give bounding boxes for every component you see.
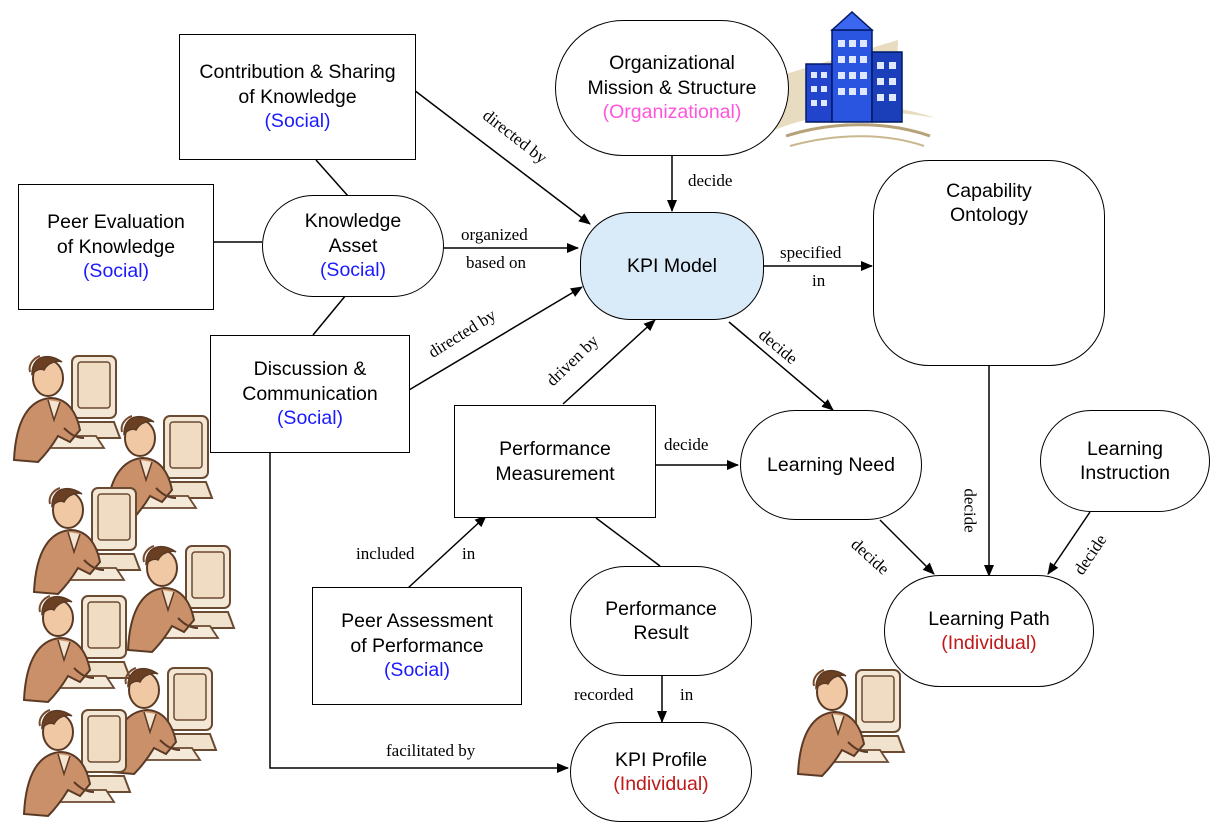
edge-peer-assess-measurement — [407, 515, 487, 589]
node-instruction-line1: Learning — [1087, 437, 1163, 460]
label-in-specified: in — [812, 271, 826, 290]
edge-measurement-result — [595, 517, 661, 567]
node-discussion-tag: (Social) — [276, 407, 344, 430]
label-recorded: recorded — [574, 685, 634, 704]
node-measurement-line1: Performance — [499, 438, 611, 461]
node-mission-line1: Organizational — [609, 52, 735, 75]
office-worker-at-computer-icon — [23, 709, 131, 817]
label-in-included: in — [462, 544, 476, 563]
node-learning-path: Learning Path (Individual) — [884, 575, 1094, 687]
node-learning-instruction: Learning Instruction — [1040, 410, 1210, 512]
node-peer-eval-line2: of Knowledge — [56, 235, 176, 258]
node-path-tag: (Individual) — [941, 632, 1037, 654]
label-decide-mission: decide — [688, 171, 733, 190]
edge-contribution-kpi — [413, 89, 591, 225]
node-contribution-line1: Contribution & Sharing — [199, 61, 396, 84]
node-capability-ontology: Capability Ontology — [873, 160, 1105, 366]
node-contribution-line2: of Knowledge — [238, 85, 357, 108]
node-discussion-line2: Communication — [242, 382, 378, 405]
label-decide-capability-path: decide — [960, 488, 980, 533]
node-asset-line1: Knowledge — [304, 210, 402, 233]
node-peer-assess-tag: (Social) — [383, 659, 451, 682]
office-worker-at-computer-icon — [23, 595, 131, 703]
node-asset-line2: Asset — [328, 234, 378, 257]
node-result-line2: Result — [633, 622, 689, 644]
node-profile-tag: (Individual) — [613, 773, 709, 795]
node-contribution-sharing: Contribution & Sharing of Knowledge (Soc… — [179, 34, 416, 160]
node-learning-need-label: Learning Need — [767, 453, 895, 476]
node-peer-eval-line1: Peer Evaluation — [47, 211, 185, 234]
label-facilitated-by: facilitated by — [386, 741, 476, 760]
node-mission-line2: Mission & Structure — [587, 76, 757, 99]
label-in-recorded: in — [680, 685, 694, 704]
node-instruction-line2: Instruction — [1080, 462, 1170, 484]
edge-need-path — [879, 519, 935, 575]
office-worker-at-computer-icon — [33, 487, 141, 595]
node-peer-assess-line2: of Performance — [350, 634, 484, 657]
node-org-mission: Organizational Mission & Structure (Orga… — [555, 20, 789, 156]
label-organized: organized — [461, 225, 528, 244]
node-discussion-line1: Discussion & — [253, 358, 367, 381]
label-decide-measurement-need: decide — [664, 435, 709, 454]
office-worker-at-computer-icon — [13, 355, 121, 463]
node-path-line1: Learning Path — [928, 607, 1050, 630]
node-peer-assessment: Peer Assessment of Performance (Social) — [312, 587, 522, 705]
node-kpi-profile: KPI Profile (Individual) — [570, 722, 752, 822]
node-result-line1: Performance — [605, 597, 717, 620]
node-peer-eval-tag: (Social) — [82, 260, 150, 283]
node-performance-result: Performance Result — [570, 566, 752, 676]
node-kpi-model: KPI Model — [580, 212, 764, 320]
node-contribution-tag: (Social) — [264, 110, 331, 133]
node-performance-measurement: Performance Measurement — [454, 405, 656, 518]
node-kpi-model-label: KPI Model — [627, 254, 717, 277]
edge-contribution-asset — [315, 159, 349, 197]
edge-asset-discussion — [312, 294, 347, 336]
node-capability-line2: Ontology — [949, 204, 1029, 227]
node-peer-evaluation: Peer Evaluation of Knowledge (Social) — [18, 184, 214, 310]
office-building-icon — [764, 10, 936, 147]
label-based-on: based on — [466, 253, 526, 272]
edge-kpi-learning-need — [728, 321, 834, 411]
node-measurement-line2: Measurement — [495, 462, 615, 485]
node-capability-line1: Capability — [946, 180, 1032, 202]
node-mission-tag: (Organizational) — [602, 101, 742, 124]
edges — [213, 89, 1091, 773]
edge-discussion-profile — [269, 452, 569, 773]
edge-discussion-kpi — [408, 286, 583, 391]
office-worker-at-computer-icon — [797, 669, 905, 777]
node-learning-need: Learning Need — [740, 410, 922, 520]
node-peer-assess-line1: Peer Assessment — [341, 610, 493, 633]
edge-instruction-path — [1047, 511, 1091, 575]
label-included: included — [356, 544, 415, 563]
node-discussion: Discussion & Communication (Social) — [210, 335, 410, 453]
node-profile-line1: KPI Profile — [614, 748, 708, 771]
edge-measurement-kpi — [562, 319, 656, 405]
node-asset-tag: (Social) — [319, 259, 387, 282]
label-specified: specified — [780, 243, 842, 262]
node-knowledge-asset: Knowledge Asset (Social) — [262, 195, 444, 297]
office-worker-at-computer-icon — [127, 545, 235, 653]
